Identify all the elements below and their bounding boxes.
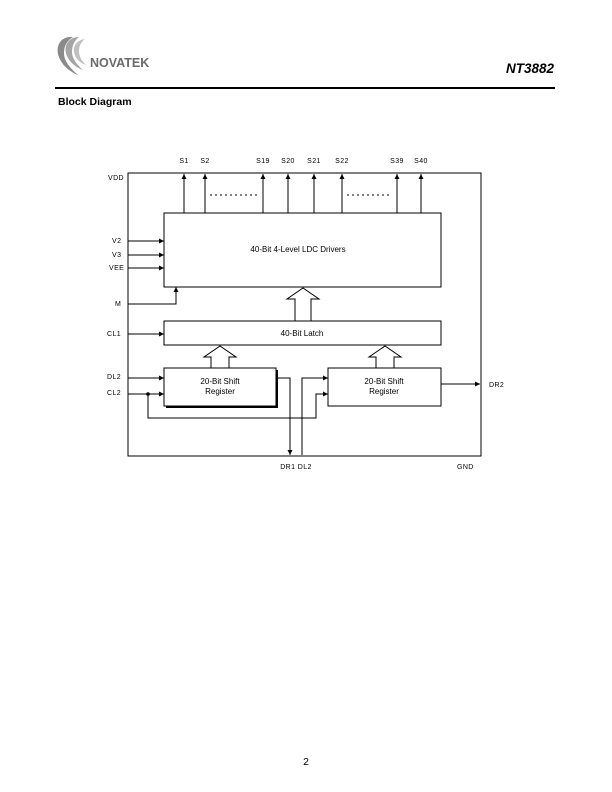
header-rule xyxy=(55,87,555,89)
page-number: 2 xyxy=(303,756,309,768)
latch-to-drivers-arrow xyxy=(285,287,321,322)
dl2-to-right-register-line xyxy=(301,375,328,455)
pin-label-dr2: DR2 xyxy=(489,382,504,389)
pin-label-dl2: DL2 xyxy=(107,374,121,381)
output-label-s20: S20 xyxy=(281,158,295,165)
part-number: NT3882 xyxy=(505,61,554,76)
output-label-s1: S1 xyxy=(179,158,188,165)
input-lines xyxy=(128,238,480,455)
shift-register-right-block xyxy=(327,367,442,407)
cl2-junction-dot xyxy=(146,392,150,396)
pin-label-gnd: GND xyxy=(457,464,474,471)
shift-left-to-latch-arrow xyxy=(202,345,238,369)
shift-left-label-line2: Register xyxy=(205,387,235,396)
output-label-s21: S21 xyxy=(307,158,321,165)
drivers-label: 40-Bit 4-Level LDC Drivers xyxy=(250,245,345,254)
pin-label-vdd: VDD xyxy=(108,175,124,182)
output-label-s39: S39 xyxy=(390,158,404,165)
drivers-block xyxy=(163,212,442,288)
output-label-s40: S40 xyxy=(414,158,428,165)
shift-register-left-block xyxy=(163,367,277,407)
left-register-cascade-line xyxy=(276,377,293,455)
novatek-logo: NOVATEK xyxy=(57,36,149,75)
cl2-branch-line xyxy=(147,391,328,419)
pin-label-v2: V2 xyxy=(112,238,121,245)
shift-left-label-line1: 20-Bit Shift xyxy=(200,377,240,386)
shift-right-to-latch-arrow xyxy=(367,345,403,369)
input-line-m xyxy=(128,287,179,305)
output-lines xyxy=(181,174,424,213)
pin-label-m: M xyxy=(115,301,121,308)
pin-label-dr1-dl2: DR1 DL2 xyxy=(280,464,312,471)
shift-right-label-line1: 20-Bit Shift xyxy=(364,377,404,386)
output-label-s22: S22 xyxy=(335,158,349,165)
pin-label-vee: VEE xyxy=(109,265,124,272)
chip-outline xyxy=(127,172,482,457)
pin-label-cl2: CL2 xyxy=(107,390,121,397)
shift-right-label-line2: Register xyxy=(369,387,399,396)
latch-block xyxy=(163,320,442,346)
pin-label-cl1: CL1 xyxy=(107,331,121,338)
output-label-s2: S2 xyxy=(200,158,209,165)
section-title: Block Diagram xyxy=(58,96,132,108)
output-label-s19: S19 xyxy=(256,158,270,165)
latch-label: 40-Bit Latch xyxy=(281,329,324,338)
brand-wordmark: NOVATEK xyxy=(90,56,149,70)
pin-label-v3: V3 xyxy=(112,252,121,259)
novatek-swirl-icon xyxy=(57,36,86,75)
